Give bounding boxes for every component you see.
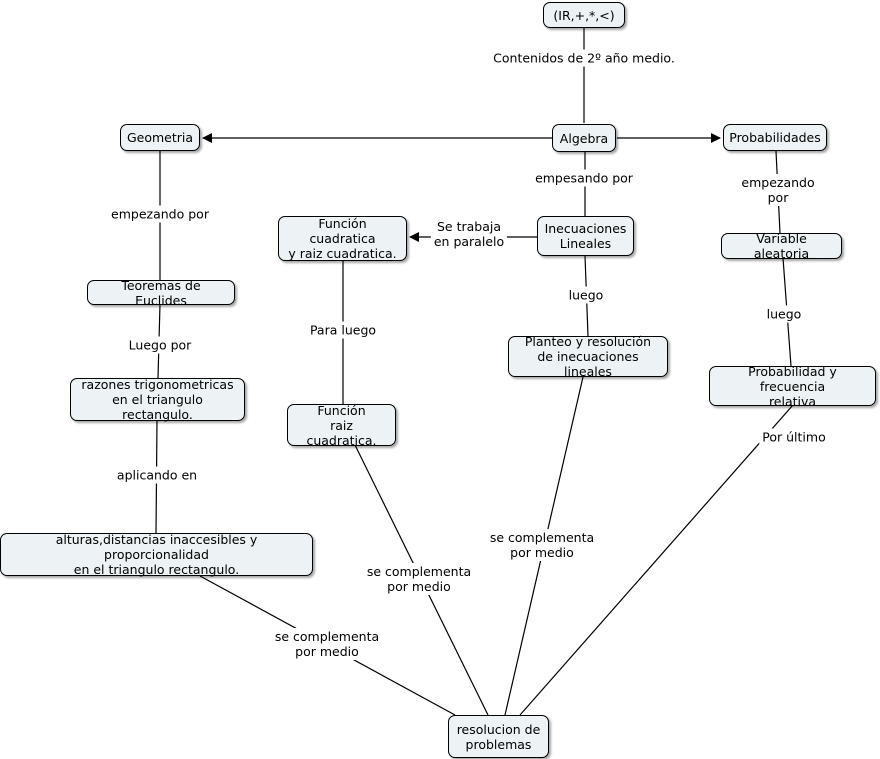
link-empezando-prob: empezando por bbox=[727, 174, 829, 206]
concept-variable-aleatoria[interactable]: Variable aleatoria bbox=[721, 231, 842, 261]
link-por-ultimo: Por último bbox=[759, 428, 829, 446]
concept-alturas[interactable]: alturas,distancias inaccesibles y propor… bbox=[0, 532, 313, 577]
concept-inecuaciones[interactable]: Inecuaciones Lineales bbox=[537, 216, 634, 256]
link-complementa-planteo: se complementa por medio bbox=[486, 529, 598, 561]
link-luego-por: Luego por bbox=[125, 336, 195, 354]
concept-razones[interactable]: razones trigonometricas en el triangulo … bbox=[70, 377, 245, 422]
link-complementa-funcion: se complementa por medio bbox=[363, 563, 475, 595]
link-luego-prob: luego bbox=[763, 305, 805, 323]
link-contenidos: Contenidos de 2º año medio. bbox=[490, 49, 678, 67]
concept-probabilidades[interactable]: Probabilidades bbox=[723, 124, 827, 151]
link-aplicando: aplicando en bbox=[113, 466, 201, 484]
concept-root[interactable]: (IR,+,*,<) bbox=[543, 2, 625, 28]
concept-euclides[interactable]: Teoremas de Euclides bbox=[87, 278, 235, 308]
concept-probabilidad-frecuencia[interactable]: Probabilidad y frecuencia relativa bbox=[709, 364, 876, 409]
line-probfrec-resolucion bbox=[519, 404, 794, 716]
concept-planteo[interactable]: Planteo y resolución de inecuaciones lin… bbox=[508, 334, 668, 379]
concept-geometria[interactable]: Geometria bbox=[120, 124, 200, 151]
link-luego-ine: luego bbox=[565, 286, 607, 304]
concept-algebra[interactable]: Algebra bbox=[552, 124, 616, 152]
concept-funcion-cuadratica[interactable]: Función cuadratica y raiz cuadratica. bbox=[278, 216, 407, 261]
concept-resolucion[interactable]: resolucion de problemas bbox=[448, 715, 549, 758]
link-complementa-alturas: se complementa por medio bbox=[271, 628, 383, 660]
link-empesando: empesando por bbox=[532, 169, 636, 187]
link-se-trabaja: Se trabaja en paralelo bbox=[430, 218, 508, 250]
link-empezando-geo: empezando por bbox=[108, 205, 212, 223]
concept-funcion-raiz[interactable]: Función raiz cuadratica. bbox=[287, 403, 396, 448]
link-para-luego: Para luego bbox=[306, 321, 380, 339]
